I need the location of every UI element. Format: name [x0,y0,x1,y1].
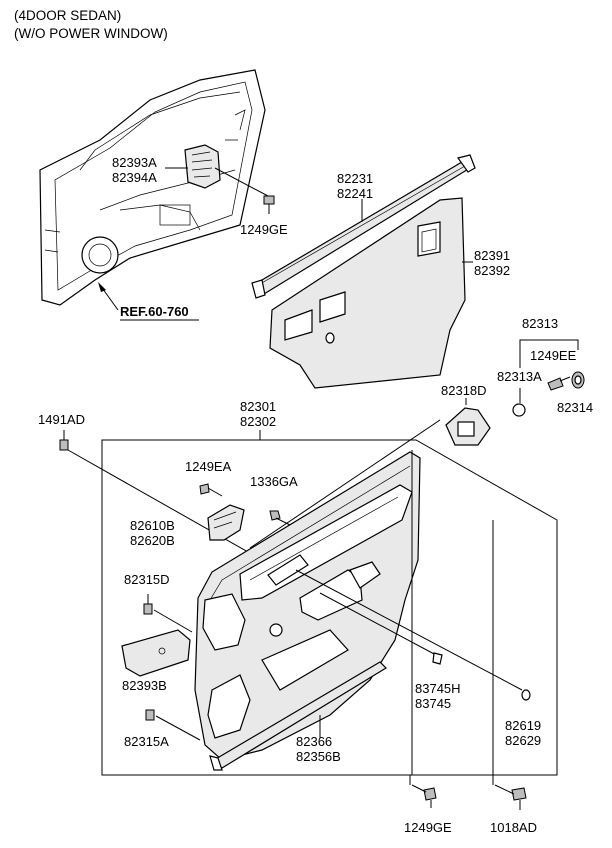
callout-82231: 82231 [337,171,373,186]
cap-82619 [521,689,531,701]
clip-82315d [143,594,193,633]
callout-1018ad: 1018AD [490,820,537,835]
callout-82629: 82629 [505,733,541,748]
callout-82610b: 82610B [130,518,175,533]
callout-1249ee: 1249EE [530,348,577,363]
clip-83745 [432,652,443,665]
clip-1491ad [59,430,69,451]
callout-82392: 82392 [474,263,510,278]
callout-1249ea: 1249EA [185,459,232,474]
door-trim-panel-82301 [194,451,421,761]
callout-82313: 82313 [522,316,558,331]
screw-1249ea [199,483,223,497]
callout-82314: 82314 [557,400,593,415]
callout-83745: 83745 [415,696,451,711]
callout-1249ge-bottom: 1249GE [404,820,452,835]
weatherstrip-82231 [251,154,476,299]
nut-1336ga [269,510,293,527]
callout-82393a: 82393A [112,155,157,170]
callout-82620b: 82620B [130,533,175,548]
handle-cover-82318d [445,398,491,446]
diagram-title-line2: (W/O POWER WINDOW) [14,26,168,41]
callout-82315a: 82315A [124,734,169,749]
callout-82394a: 82394A [112,170,157,185]
callout-83745h: 83745H [415,681,461,696]
callout-82302: 82302 [240,414,276,429]
callout-82315d: 82315D [124,572,170,587]
callout-82318d: 82318D [441,383,487,398]
callout-82313a: 82313A [497,369,542,384]
callout-82391: 82391 [474,248,510,263]
ref-label: REF.60-760 [120,304,189,319]
callout-82241: 82241 [337,186,373,201]
strip-82366 [209,661,387,771]
callout-82366: 82366 [296,734,332,749]
screw-1249ge-bottom [409,775,437,808]
callout-82393b: 82393B [122,678,167,693]
pad-82393b [121,629,191,677]
bolt-1249ee [547,376,571,391]
cap-82314 [571,371,585,389]
trim-panel-82391 [269,197,466,389]
callout-82301: 82301 [240,399,276,414]
callout-1249ge-top: 1249GE [240,222,288,237]
screw-1249ge-top [214,167,275,214]
diagram-title-line1: (4DOOR SEDAN) [14,8,122,23]
bolt-1018ad [492,775,527,810]
cap-82313a [512,388,526,417]
clip-82315a [145,709,201,741]
callout-82619: 82619 [505,718,541,733]
inner-handle-82610b [207,504,245,541]
callout-1491ad: 1491AD [38,412,85,427]
callout-1336ga: 1336GA [250,474,298,489]
bracket-82393a [184,144,221,189]
callout-82356b: 82356B [296,749,341,764]
door-frame [39,69,266,306]
